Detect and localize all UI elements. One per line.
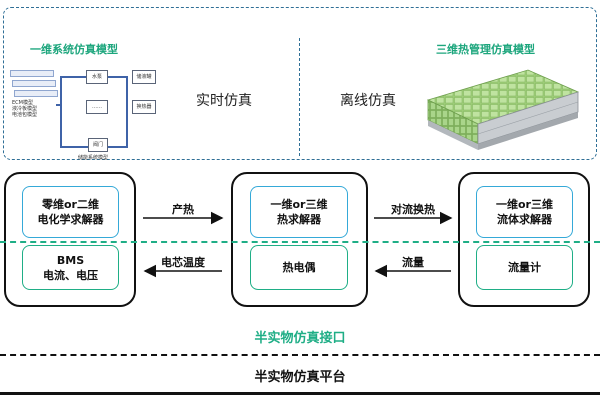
pipe-line — [56, 104, 62, 106]
cell-temp-label: 电芯温度 — [161, 256, 205, 269]
system-model-caption: 储能系统模型 — [78, 155, 109, 161]
top-section-frame — [3, 7, 597, 160]
flowmeter-label: 流量计 — [508, 261, 541, 274]
heat-gen-label: 产热 — [172, 203, 194, 216]
thermal-solver-line2: 热求解器 — [277, 213, 321, 226]
thermocouple-box: 热电偶 — [250, 245, 348, 290]
system-model-title: 一维系统仿真模型 — [30, 43, 118, 56]
thumb-stack-layer — [14, 90, 58, 97]
electrochemical-solver-box: 零维or二维 电化学求解器 — [22, 186, 119, 238]
thermocouple-label: 热电偶 — [282, 261, 316, 274]
pump-box: 水泵 — [86, 70, 108, 84]
flowmeter-box: 流量计 — [476, 245, 573, 290]
valve-box: 阀门 — [88, 138, 108, 152]
thumb-stack-label: ECM模型 — [12, 100, 33, 106]
system-model-thumbnail: ECM模型 液冷板模型 电池包模型 水泵 储液罐 …… 换热器 阀门 储能系统模… — [8, 60, 158, 162]
pipe-line — [126, 76, 128, 148]
thumb-stack-layer — [10, 70, 54, 77]
battery-pack-image — [426, 69, 580, 150]
fluid-solver-line1: 一维or三维 — [496, 198, 553, 211]
fluid-solver-box: 一维or三维 流体求解器 — [476, 186, 573, 238]
top-section-divider — [299, 38, 300, 156]
bms-line1: BMS — [56, 253, 85, 267]
fluid-solver-line2: 流体求解器 — [497, 213, 552, 226]
hardware-boundary-line — [0, 241, 600, 243]
tank-box: 储液罐 — [132, 70, 156, 84]
thumb-stack-layer — [12, 80, 56, 87]
pipe-line — [60, 76, 62, 148]
convection-label: 对流换热 — [391, 203, 435, 216]
flow-label: 流量 — [402, 256, 424, 269]
middle-box: …… — [86, 100, 108, 114]
hil-interface-label: 半实物仿真接口 — [254, 331, 346, 346]
platform-base-line — [0, 392, 600, 395]
platform-dashed-line — [0, 354, 600, 356]
offline-sim-label: 离线仿真 — [340, 93, 396, 109]
thermal-solver-box: 一维or三维 热求解器 — [250, 186, 348, 238]
bms-box: BMS 电流、电压 — [22, 245, 119, 290]
hil-platform-label: 半实物仿真平台 — [254, 370, 346, 385]
realtime-sim-label: 实时仿真 — [196, 93, 252, 109]
electrochemical-solver-line2: 电化学求解器 — [37, 213, 104, 226]
thermal-model-title: 三维热管理仿真模型 — [436, 43, 535, 56]
thumb-stack-label: 液冷板模型 — [12, 106, 38, 112]
thumb-stack-label: 电池包模型 — [12, 112, 38, 118]
bms-line2: 电流、电压 — [43, 268, 98, 282]
heat-exchanger-box: 换热器 — [132, 100, 156, 114]
electrochemical-solver-line1: 零维or二维 — [42, 198, 99, 211]
thermal-solver-line1: 一维or三维 — [270, 198, 328, 211]
